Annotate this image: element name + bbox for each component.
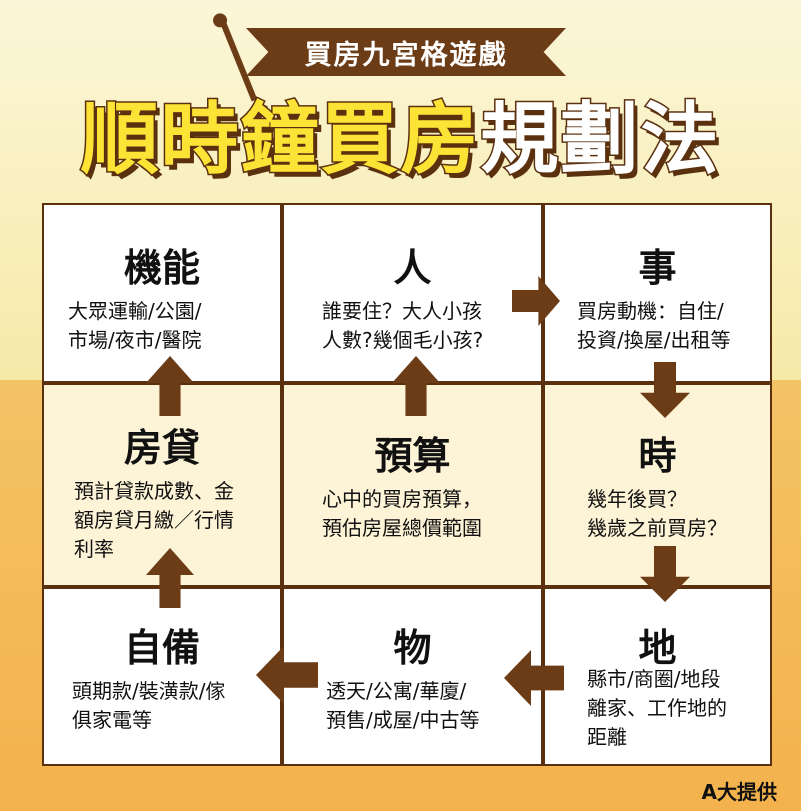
cell-item: 物 透天/公寓/華廈/ 預售/成屋/中古等 [282,587,543,766]
cell-title: 人 [393,246,432,290]
cell-desc: 透天/公寓/華廈/ 預售/成屋/中古等 [326,677,529,735]
cell-desc: 頭期款/裝潢款/傢 俱家電等 [72,677,268,735]
desc-line: 買房動機：自住/ [577,299,724,323]
desc-line: 幾年後買？ [587,487,687,511]
main-title-yellow: 順時鐘買房 [79,94,481,187]
cell-desc: 預計貸款成數、金 額房貸月繳／行情 利率 [74,477,268,564]
cell-title: 機能 [123,246,200,290]
ribbon-banner: 買房九宮格遊戲 [210,11,598,102]
desc-line: 離家、工作地的 [587,696,727,720]
desc-line: 額房貸月繳／行情 [74,508,234,532]
desc-line: 心中的買房預算， [322,487,482,511]
cell-person: 人 誰要住？大人小孩 人數?幾個毛小孩? [282,203,543,383]
desc-line: 幾歲之前買房？ [587,516,727,540]
main-title: 順時鐘買房規劃法 [0,92,801,188]
cell-desc: 誰要住？大人小孩 人數?幾個毛小孩? [322,297,529,355]
nine-grid: 機能 大眾運輸/公園/ 市場/夜市/醫院 人 誰要住？大人小孩 人數?幾個毛小孩… [42,203,772,766]
desc-line: 俱家電等 [72,708,152,732]
cell-desc: 買房動機：自住/ 投資/換屋/出租等 [577,297,758,355]
ribbon-text: 買房九宮格遊戲 [304,39,508,71]
main-title-white: 規劃法 [479,94,721,187]
desc-line: 縣市/商圈/地段 [587,667,721,691]
cell-loan: 房貸 預計貸款成數、金 額房貸月繳／行情 利率 [42,383,282,587]
cell-title: 事 [638,246,677,290]
cell-land: 地 縣市/商圈/地段 離家、工作地的 距離 [543,587,772,766]
desc-line: 距離 [587,725,627,749]
cell-budget: 預算 心中的買房預算， 預估房屋總價範圍 [282,383,543,587]
desc-line: 人數?幾個毛小孩? [322,328,484,352]
cell-title: 預算 [374,434,451,478]
cell-title: 房貸 [123,426,200,470]
desc-line: 市場/夜市/醫院 [68,328,202,352]
cell-title: 自備 [123,626,200,670]
desc-line: 頭期款/裝潢款/傢 [72,679,226,703]
desc-line: 利率 [74,537,114,561]
cell-title: 時 [638,434,677,478]
credit-text: A大提供 [701,780,777,804]
cell-desc: 大眾運輸/公園/ 市場/夜市/醫院 [68,297,268,355]
cell-self-prep: 自備 頭期款/裝潢款/傢 俱家電等 [42,587,282,766]
desc-line: 投資/換屋/出租等 [577,328,731,352]
cell-matter: 事 買房動機：自住/ 投資/換屋/出租等 [543,203,772,383]
cell-desc: 幾年後買？ 幾歲之前買房？ [587,485,758,543]
desc-line: 透天/公寓/華廈/ [326,679,467,703]
flag-pole-knob [210,11,230,30]
desc-line: 預計貸款成數、金 [74,479,234,503]
cell-desc: 縣市/商圈/地段 離家、工作地的 距離 [587,665,758,752]
ribbon: 買房九宮格遊戲 [246,28,566,76]
desc-line: 大眾運輸/公園/ [68,299,202,323]
cell-function: 機能 大眾運輸/公園/ 市場/夜市/醫院 [42,203,282,383]
desc-line: 預估房屋總價範圍 [322,516,482,540]
desc-line: 預售/成屋/中古等 [326,708,480,732]
cell-desc: 心中的買房預算， 預估房屋總價範圍 [322,485,531,543]
cell-time: 時 幾年後買？ 幾歲之前買房？ [543,383,772,587]
cell-title: 地 [638,626,677,670]
cell-title: 物 [393,626,432,670]
desc-line: 誰要住？大人小孩 [322,299,482,323]
